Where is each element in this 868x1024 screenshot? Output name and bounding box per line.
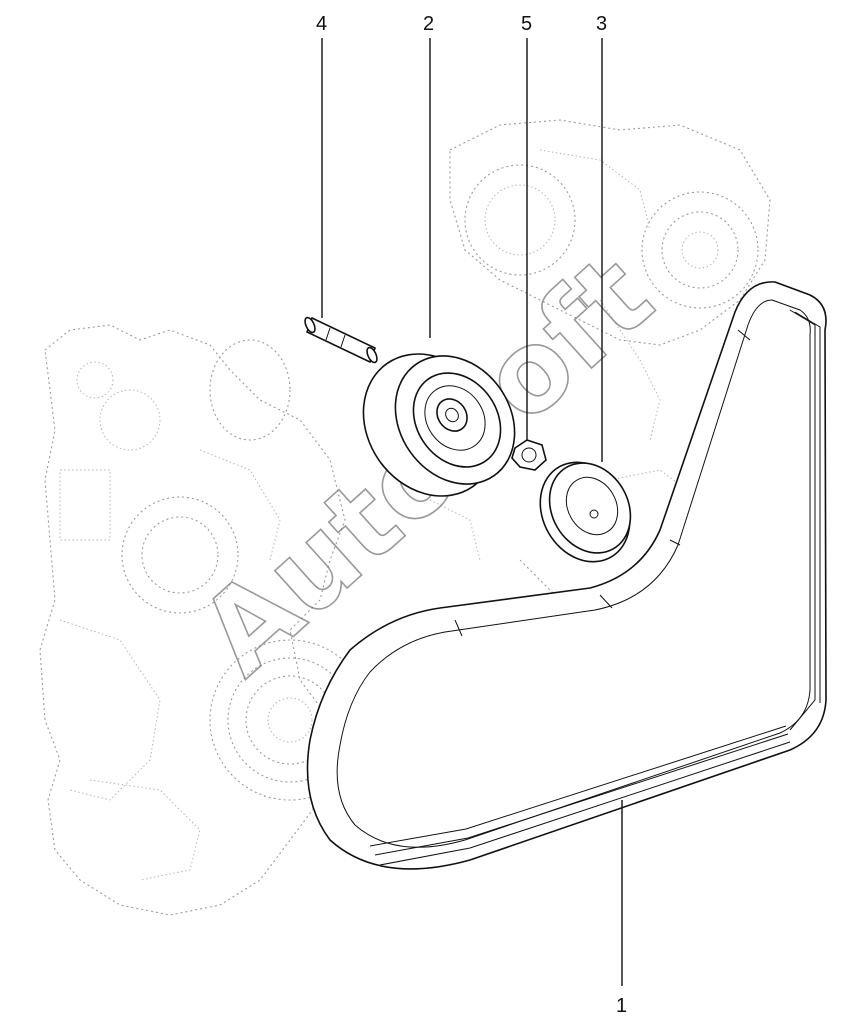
serpentine-belt — [306, 281, 827, 870]
callout-4: 4 — [316, 13, 327, 35]
idler-pulley — [539, 461, 632, 563]
callout-3: 3 — [596, 13, 607, 35]
callout-2: 2 — [423, 13, 434, 35]
leader-lines — [321, 38, 623, 986]
stud — [304, 316, 378, 364]
nut — [511, 439, 547, 471]
callout-5: 5 — [521, 13, 532, 35]
callout-numbers: 4 2 5 3 1 — [316, 13, 627, 1017]
callout-1: 1 — [616, 995, 627, 1017]
tensioner-pulley — [362, 353, 516, 497]
